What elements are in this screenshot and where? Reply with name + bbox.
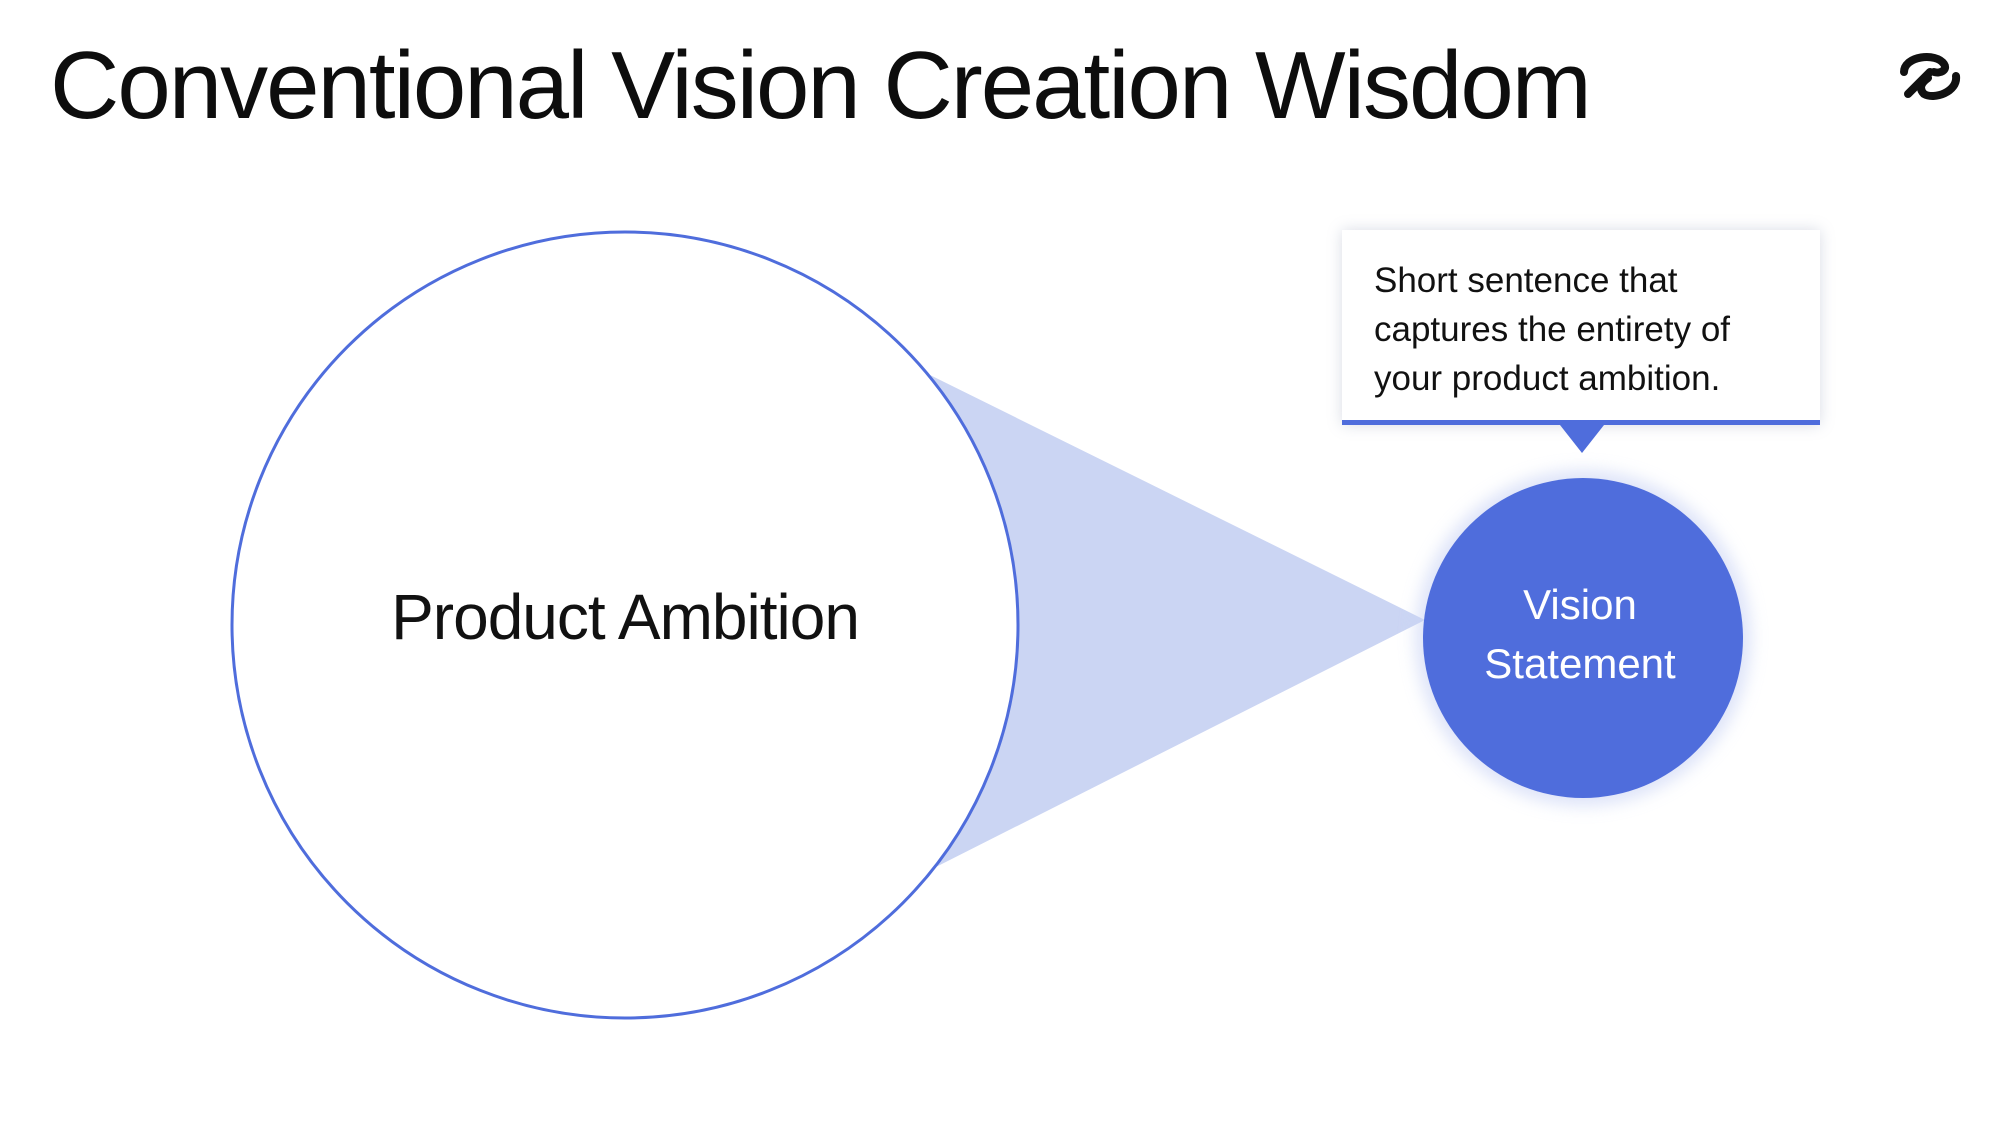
product-ambition-label: Product Ambition xyxy=(391,581,860,653)
slide-title: Conventional Vision Creation Wisdom xyxy=(50,32,1592,139)
vision-statement-label-line: Statement xyxy=(1484,640,1676,687)
vision-statement-label: Vision Statement xyxy=(1420,575,1740,693)
vision-statement-label-line: Vision xyxy=(1523,581,1637,628)
callout-line: your product ambition. xyxy=(1374,359,1721,398)
callout-text: Short sentence that captures the entiret… xyxy=(1374,256,1796,403)
focus-cone xyxy=(930,375,1425,870)
callout-pointer xyxy=(1560,425,1604,453)
brand-logo-icon xyxy=(1900,53,1960,100)
vision-statement-circle xyxy=(1423,478,1743,798)
callout-line: Short sentence that xyxy=(1374,261,1678,300)
product-ambition-circle xyxy=(230,230,1020,1020)
callout-box: Short sentence that captures the entiret… xyxy=(1342,230,1820,425)
callout-line: captures the entirety of xyxy=(1374,310,1731,349)
